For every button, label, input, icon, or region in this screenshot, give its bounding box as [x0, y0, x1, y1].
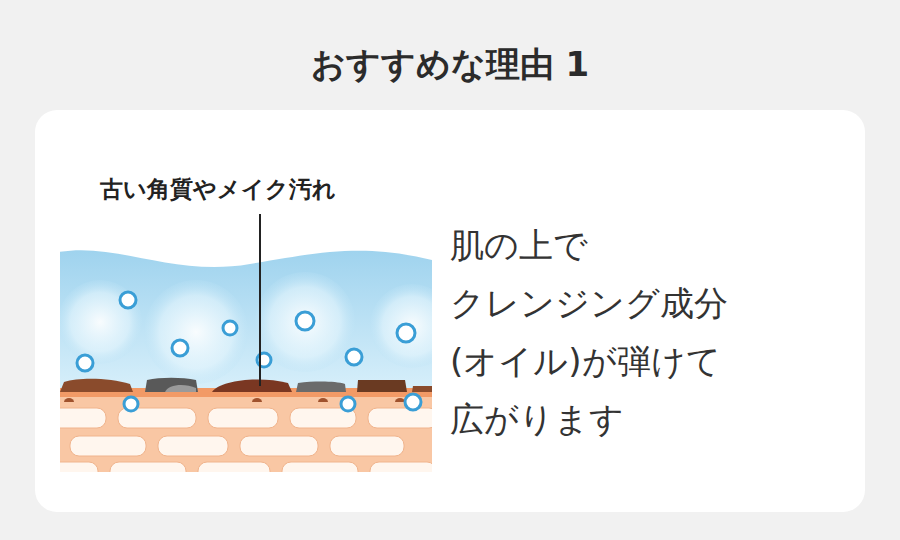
skin-cells [60, 408, 432, 472]
skin [60, 392, 432, 472]
callout-label: 古い角質やメイク汚れ [100, 172, 336, 206]
illustration-group [60, 250, 432, 472]
dirt-particles [60, 378, 432, 402]
leader-line [259, 214, 261, 386]
description-text: 肌の上で クレンジング成分 (オイル)が弾けて 広がります [450, 216, 810, 448]
small-bubbles [77, 292, 421, 411]
large-bubbles [60, 272, 432, 384]
heading: おすすめな理由 1 [0, 38, 900, 90]
